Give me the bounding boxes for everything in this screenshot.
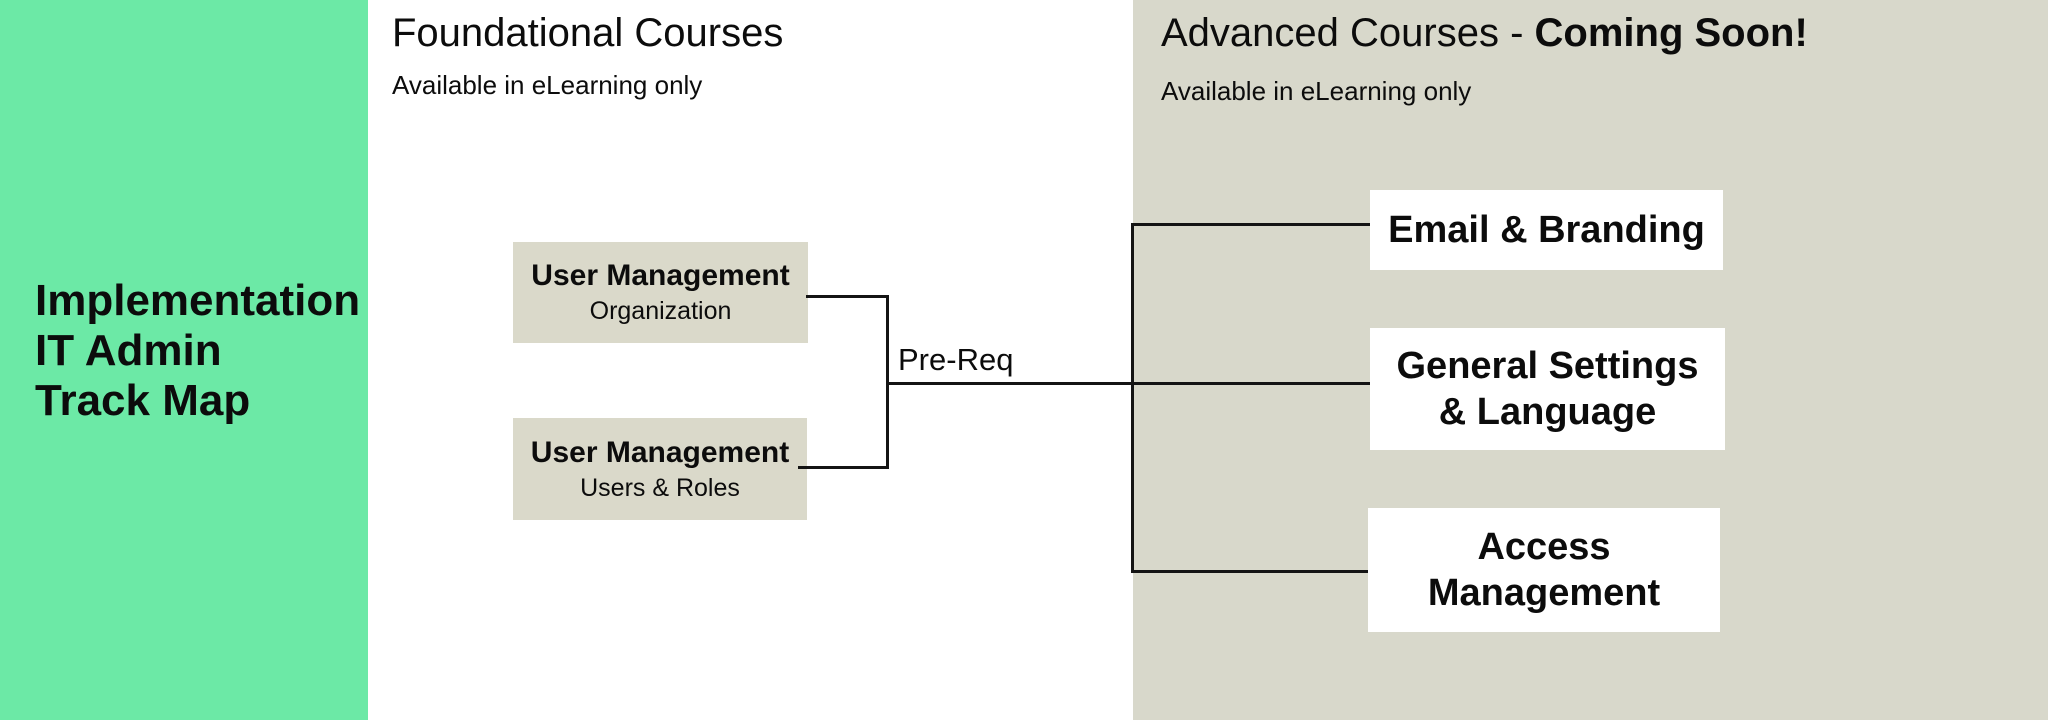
connector-stub-users-roles <box>798 466 888 469</box>
prereq-label: Pre-Req <box>898 342 1014 377</box>
course-title: Email & Branding <box>1388 209 1705 251</box>
course-box-user-management-organization: User Management Organization <box>513 242 808 343</box>
course-box-general-settings-language: General Settings & Language <box>1370 328 1725 450</box>
track-map-title: Implementation IT Admin Track Map <box>35 276 360 426</box>
course-subtitle: Users & Roles <box>580 473 740 502</box>
course-title: User Management <box>530 435 790 469</box>
course-box-access-management: Access Management <box>1368 508 1720 632</box>
course-title-line2: Management <box>1427 572 1661 614</box>
course-title-line1: General Settings <box>1396 345 1699 387</box>
course-box-email-branding: Email & Branding <box>1370 190 1723 270</box>
foundational-section-title: Foundational Courses <box>392 11 784 55</box>
track-map-title-line3: Track Map <box>35 376 251 425</box>
track-map-title-line1: Implementation <box>35 276 361 325</box>
connector-advanced-vertical <box>1131 223 1134 573</box>
sidebar: Implementation IT Admin Track Map <box>0 0 368 720</box>
track-map-title-line2: IT Admin <box>35 326 222 375</box>
course-title-line2: & Language <box>1438 391 1657 433</box>
advanced-section-title-coming-soon: Coming Soon! <box>1534 11 1808 55</box>
course-title-line1: Access <box>1477 526 1611 568</box>
foundational-section-subtitle: Available in eLearning only <box>392 70 703 100</box>
advanced-section-subtitle: Available in eLearning only <box>1161 76 1472 106</box>
course-subtitle: Organization <box>589 297 732 325</box>
connector-prereq-line <box>886 382 1372 385</box>
course-box-user-management-users-roles: User Management Users & Roles <box>513 418 807 520</box>
connector-branch-access <box>1131 570 1372 573</box>
connector-branch-email <box>1131 223 1372 226</box>
advanced-section-title-regular: Advanced Courses - <box>1161 11 1535 55</box>
connector-stub-organization <box>806 295 888 298</box>
advanced-section-title: Advanced Courses - Coming Soon! <box>1161 10 1808 56</box>
course-title: User Management <box>531 259 790 292</box>
